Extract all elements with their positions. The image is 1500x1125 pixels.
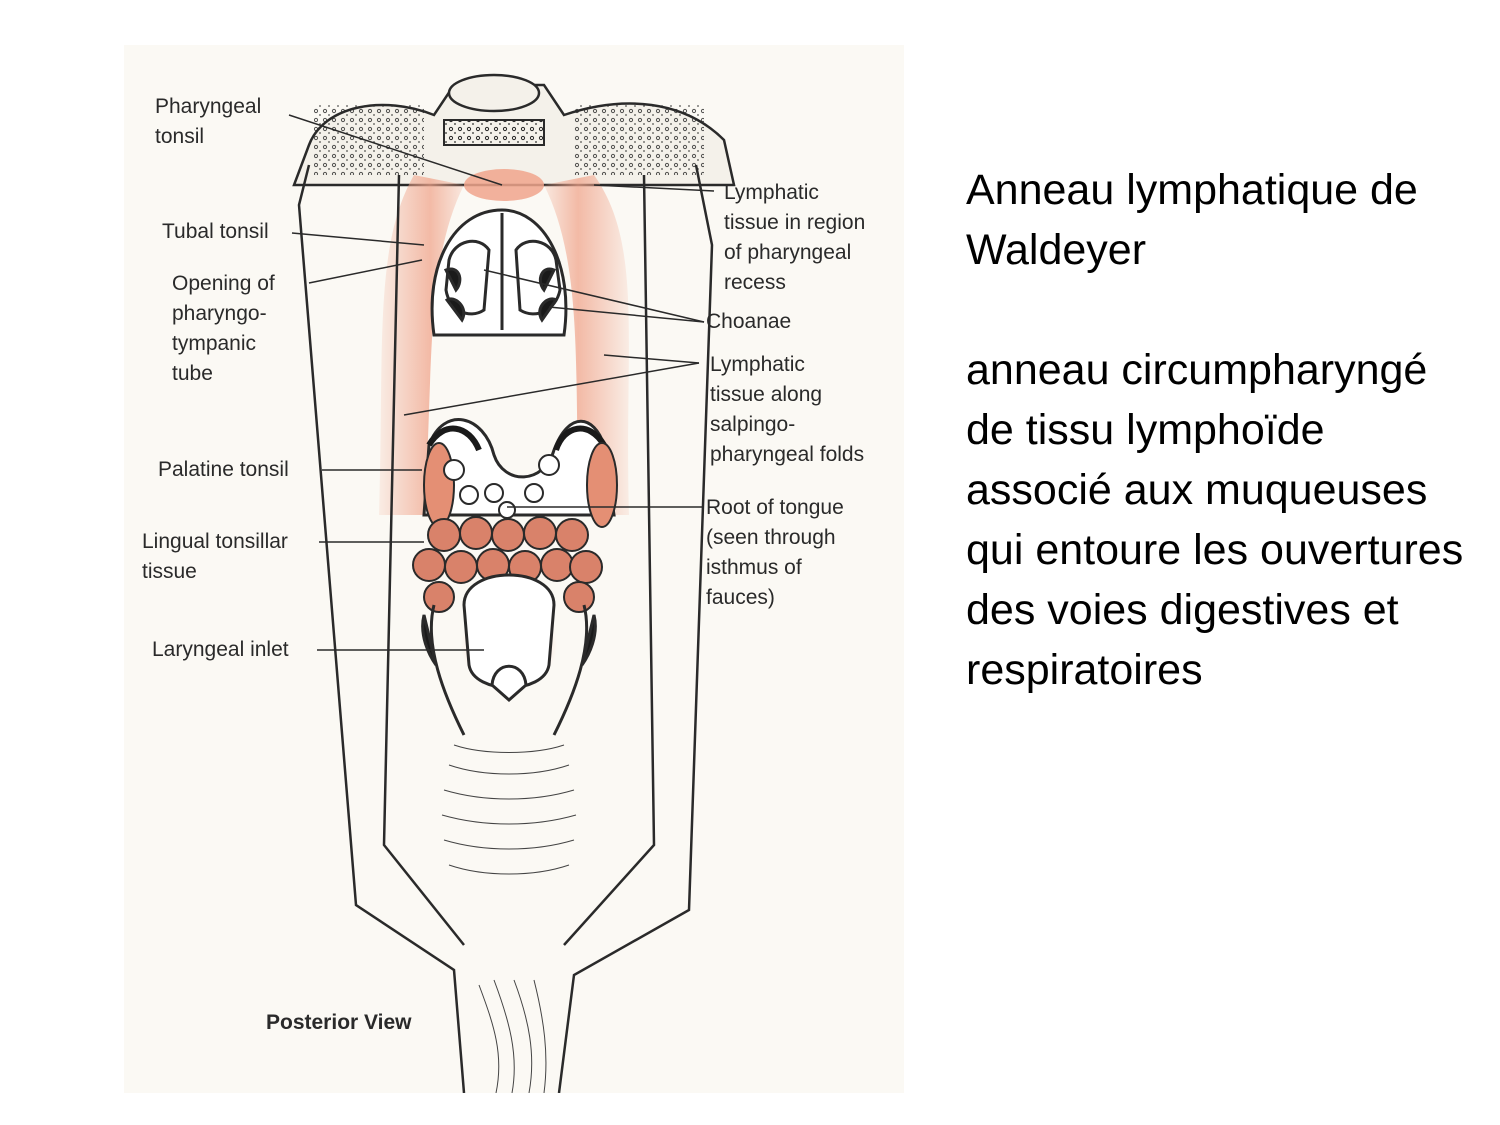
label-opening-pharyngotympanic-tube: Opening of pharyngo- tympanic tube [172, 272, 275, 385]
slide-text: Anneau lymphatique de Waldeyer anneau ci… [966, 160, 1466, 700]
slide-body: anneau circumpharyngé de tissu lymphoïde… [966, 346, 1464, 694]
label-palatine-tonsil: Palatine tonsil [158, 458, 289, 481]
tongue-root-papillae [443, 454, 560, 519]
label-lymphatic-pharyngeal-recess: Lymphatic tissue in region of pharyngeal… [724, 181, 866, 294]
figure-caption: Posterior View [266, 1011, 412, 1034]
label-root-of-tongue: Root of tongue (seen through isthmus of … [706, 496, 844, 609]
label-choanae: Choanae [706, 310, 792, 333]
slide-title: Anneau lymphatique de Waldeyer [966, 166, 1418, 274]
leader-lines [288, 114, 715, 651]
label-lymphatic-salpingopharyngeal: Lymphatic tissue along salpingo- pharyng… [710, 353, 865, 466]
laryngeal-inlet [421, 573, 597, 736]
label-tubal-tonsil: Tubal tonsil [162, 220, 269, 243]
pharynx-walls [297, 164, 714, 1093]
label-lingual-tonsillar-tissue: Lingual tonsillar tissue [142, 530, 288, 583]
lingual-tonsil [412, 516, 603, 613]
choanae [430, 208, 568, 337]
label-laryngeal-inlet: Laryngeal inlet [152, 638, 289, 661]
label-pharyngeal-tonsil: Pharyngeal tonsil [155, 95, 262, 148]
skull-base [292, 73, 736, 187]
anatomy-figure: Pharyngeal tonsil Tubal tonsil Opening o… [124, 45, 904, 1093]
pharynx-illustration [288, 73, 736, 1093]
esophagus-texture [441, 744, 577, 1093]
